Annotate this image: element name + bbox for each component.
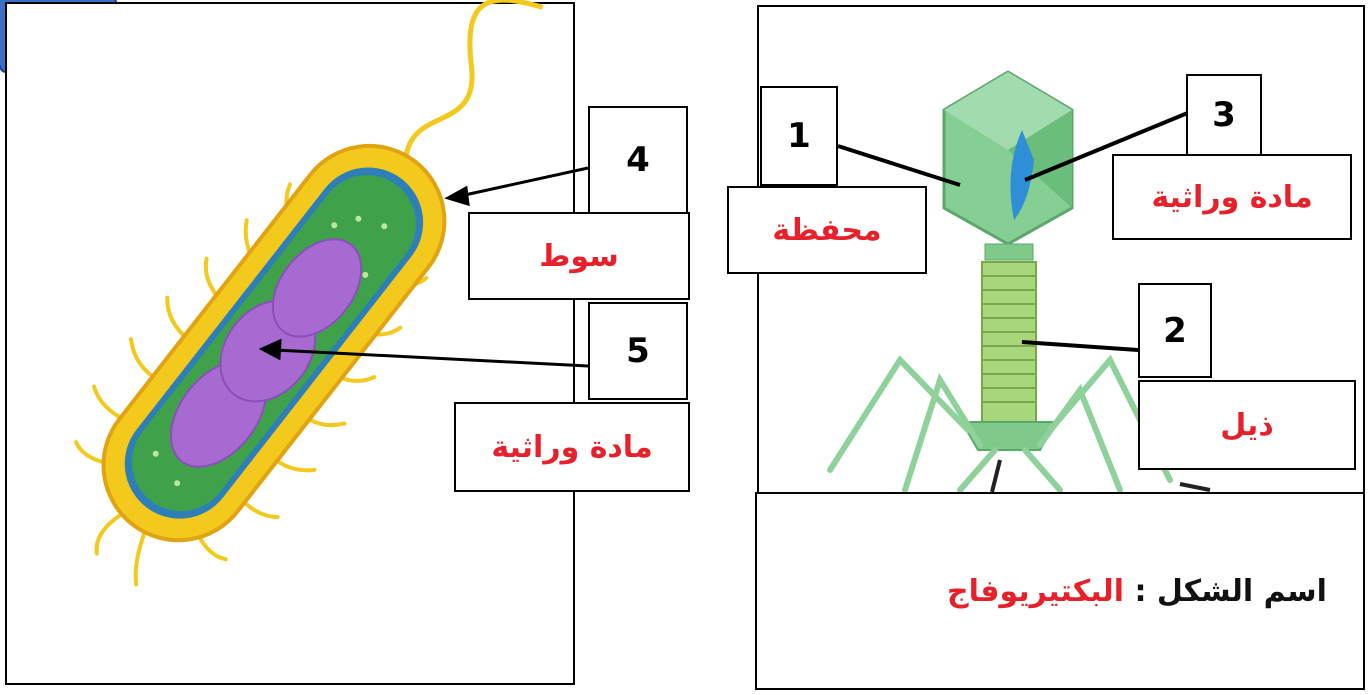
label-dna-bacterium: مادة وراثية: [491, 429, 653, 465]
capsid-top-face: [944, 72, 1072, 150]
answer-box-flagellum: سوط: [468, 212, 690, 300]
number-box-5: 5: [588, 302, 688, 400]
figure-name-value: البكتيريوفاج: [947, 573, 1124, 609]
base-plate: [960, 421, 1058, 451]
figure-name-line: اسم الشكل : البكتيريوفاج: [947, 574, 1327, 609]
bacterium-arrows: [258, 166, 589, 368]
figure-name-box: اسم الشكل : البكتيريوفاج: [755, 492, 1365, 690]
number-box-2: 2: [1138, 283, 1212, 378]
label-capsid: محفظة: [772, 212, 882, 248]
virus-illustration: [827, 70, 1211, 493]
genetic-material: [1010, 130, 1034, 220]
nucleoid: [169, 238, 363, 468]
tail-pins: [990, 459, 1211, 493]
collar: [984, 243, 1034, 261]
capsid-right-face: [1008, 110, 1072, 208]
number-3: 3: [1212, 95, 1236, 135]
flagellum: [402, 0, 544, 167]
number-1: 1: [787, 116, 811, 156]
answer-box-tail: ذيل: [1138, 380, 1356, 470]
answer-box-genetic: مادة وراثية: [1112, 154, 1352, 240]
bacterium-illustration: [73, 0, 544, 587]
number-box-1: 1: [760, 86, 838, 186]
virus-pointers: [837, 110, 1191, 352]
label-flagellum: سوط: [539, 238, 619, 274]
label-genetic-virus: مادة وراثية: [1151, 179, 1313, 215]
number-box-4: 4: [588, 106, 688, 214]
figure-name-prompt: اسم الشكل :: [1134, 573, 1327, 609]
label-tail: ذيل: [1220, 407, 1274, 443]
answer-box-capsid: محفظة: [727, 186, 927, 274]
number-box-3: 3: [1186, 74, 1262, 156]
answer-box-dna: مادة وراثية: [454, 402, 690, 492]
number-5: 5: [626, 331, 650, 371]
number-2: 2: [1163, 310, 1187, 351]
number-4: 4: [626, 140, 650, 180]
